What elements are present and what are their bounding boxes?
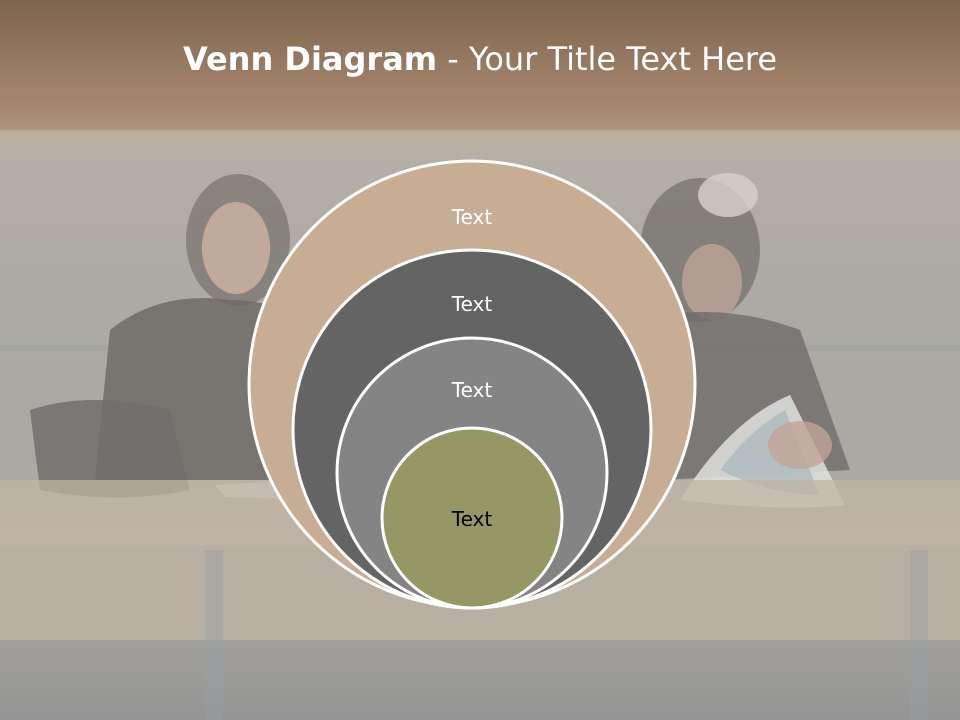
venn-circle-1-label: Text bbox=[451, 205, 493, 229]
slide-title-bold: Venn Diagram bbox=[182, 40, 438, 78]
venn-circle-4-label: Text bbox=[451, 507, 493, 531]
venn-circle-4[interactable]: Text bbox=[380, 426, 564, 610]
slide-title: Venn Diagram - Your Title Text Here bbox=[0, 40, 960, 78]
venn-circle-2-label: Text bbox=[451, 292, 493, 316]
slide-title-rest: - Your Title Text Here bbox=[437, 40, 778, 78]
venn-circle-3-label: Text bbox=[451, 378, 493, 402]
title-band bbox=[0, 0, 960, 140]
